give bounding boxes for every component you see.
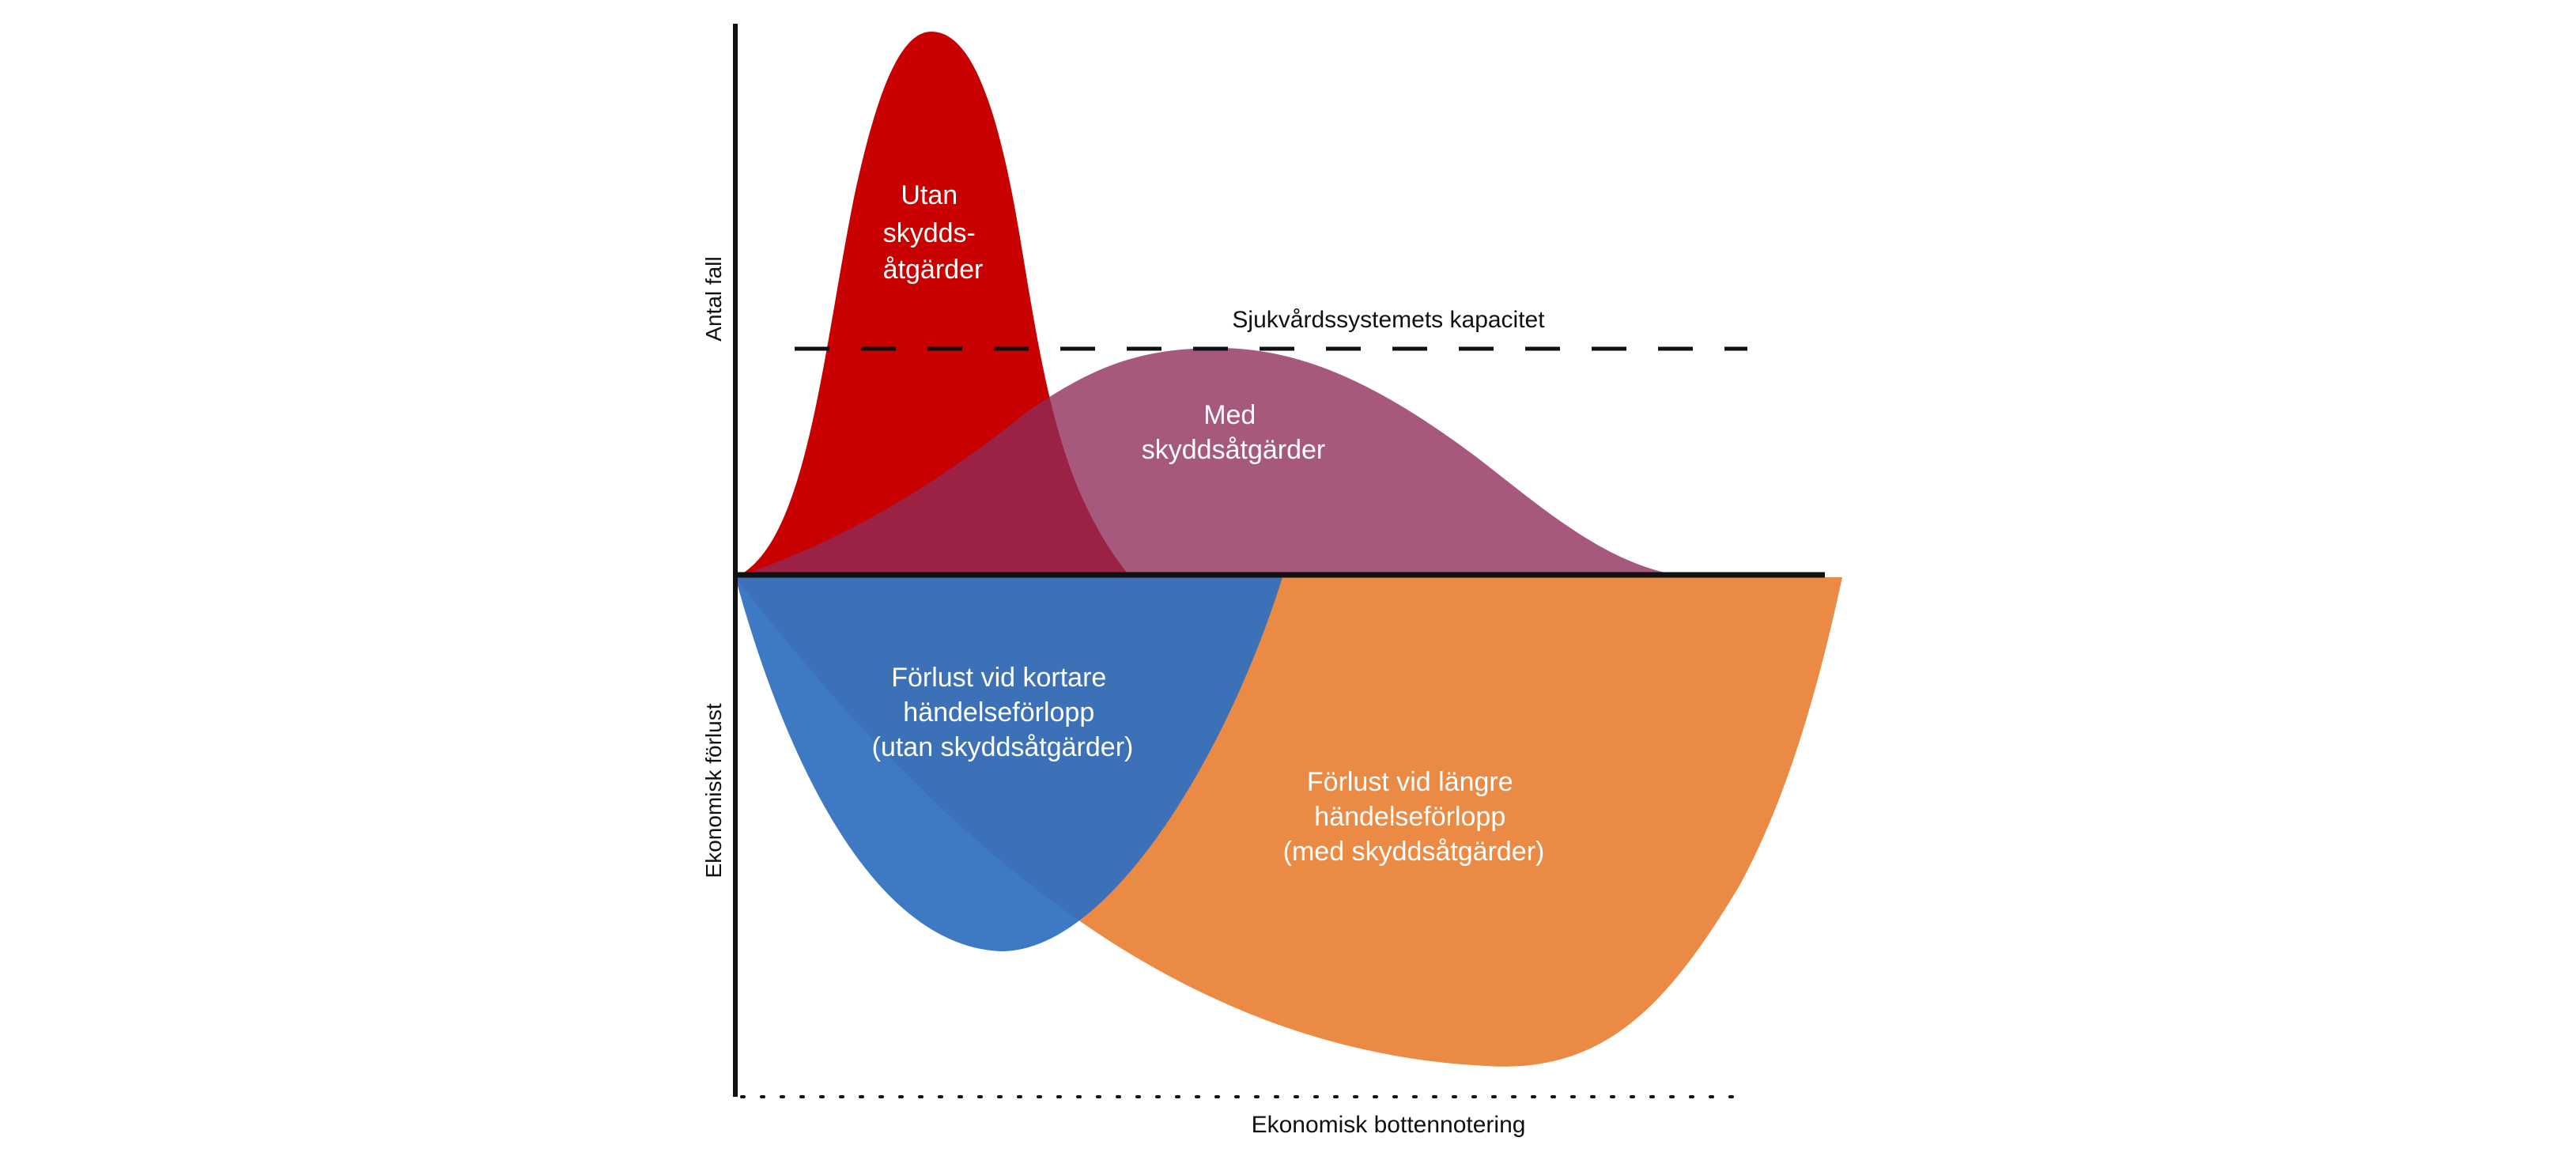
with-measures-label-line-2: skyddsåtgärder	[1142, 435, 1325, 465]
with-measures-area	[735, 348, 1692, 577]
without-measures-label-line-2: skydds-	[883, 218, 976, 248]
economic-bottom-label: Ekonomisk bottennotering	[1252, 1112, 1526, 1138]
long-loss-label-line-2: händelseförlopp	[1314, 802, 1505, 832]
short-loss-label-line-1: Förlust vid kortare	[891, 663, 1106, 693]
with-measures-label-line-1: Med	[1203, 400, 1256, 430]
long-loss-label-line-1: Förlust vid längre	[1307, 767, 1513, 797]
without-measures-label-line-3: åtgärder	[883, 255, 984, 285]
short-loss-label-line-3: (utan skyddsåtgärder)	[872, 732, 1134, 762]
without-measures-label: Utan skydds- åtgärder	[883, 180, 984, 285]
capacity-label: Sjukvårdssystemets kapacitet	[1232, 307, 1545, 333]
short-loss-label-line-2: händelseförlopp	[903, 697, 1094, 728]
short-loss-area	[735, 577, 1282, 952]
without-measures-label-line-1: Utan	[901, 180, 958, 210]
y-axis-top-label: Antal fall	[701, 256, 726, 341]
short-loss-label: Förlust vid kortare händelseförlopp (uta…	[872, 663, 1134, 762]
long-loss-label: Förlust vid längre händelseförlopp (med …	[1283, 767, 1545, 867]
with-measures-label: Med skyddsåtgärder	[1142, 400, 1325, 465]
long-loss-label-line-3: (med skyddsåtgärder)	[1283, 837, 1545, 867]
y-axis-bottom-label: Ekonomisk förlust	[701, 703, 726, 878]
